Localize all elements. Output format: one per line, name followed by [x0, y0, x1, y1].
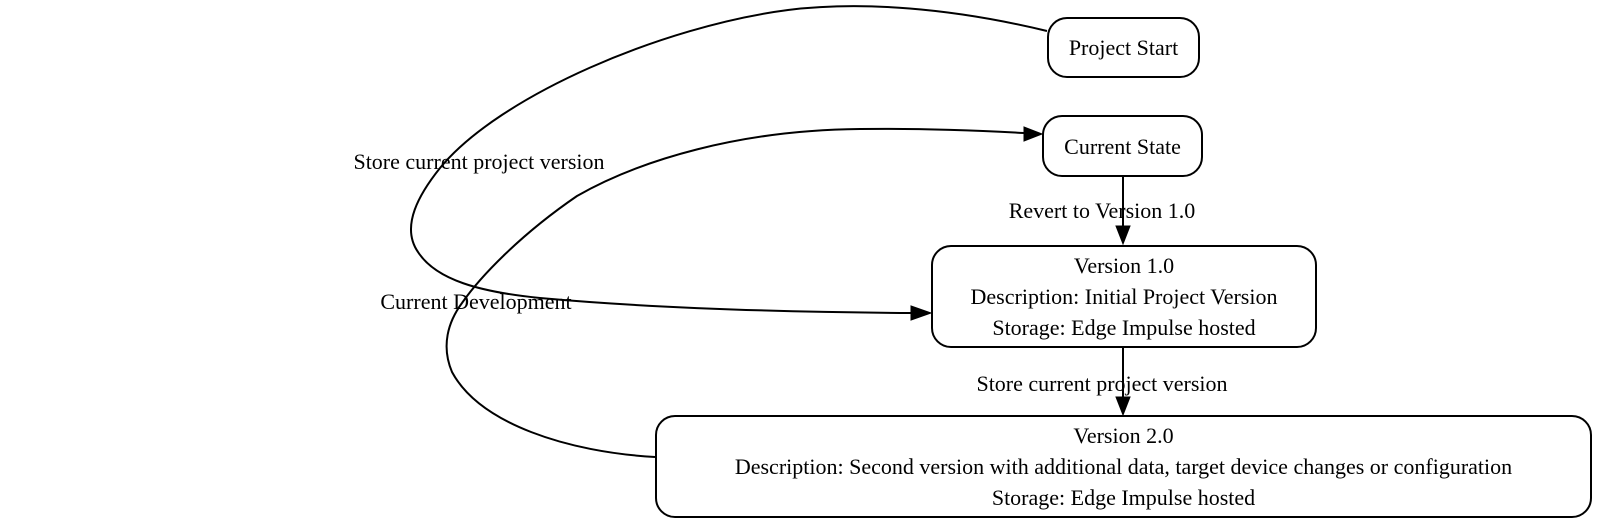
node-current-state-label: Current State — [1064, 133, 1181, 159]
node-version-1: Version 1.0 Description: Initial Project… — [931, 245, 1317, 348]
node-version-1-description: Description: Initial Project Version — [970, 284, 1278, 309]
node-version-2-description: Description: Second version with additio… — [734, 454, 1513, 479]
edge-label-store-current-project-version-2: Store current project version — [976, 371, 1228, 396]
node-version-2-title: Version 2.0 — [1073, 423, 1174, 448]
edge-label-store-current-project-version-1: Store current project version — [353, 149, 605, 174]
node-project-start-label: Project Start — [1068, 35, 1179, 60]
node-project-start: Project Start — [1047, 17, 1200, 78]
arrowhead-into-version-1-left — [910, 305, 933, 321]
node-version-1-title: Version 1.0 — [1073, 253, 1175, 278]
node-current-state: Current State — [1042, 115, 1203, 177]
arrowhead-into-version-1-top — [1115, 225, 1131, 246]
node-version-2: Version 2.0 Description: Second version … — [655, 415, 1592, 518]
arrowhead-into-current-state-left — [1023, 126, 1044, 142]
node-version-1-storage: Storage: Edge Impulse hosted — [992, 315, 1256, 340]
node-version-2-storage: Storage: Edge Impulse hosted — [991, 485, 1256, 510]
arrowhead-into-version-2-top — [1115, 396, 1131, 417]
edge-label-current-development: Current Development — [380, 289, 572, 314]
edge-label-revert-to-version-1: Revert to Version 1.0 — [1008, 198, 1196, 223]
